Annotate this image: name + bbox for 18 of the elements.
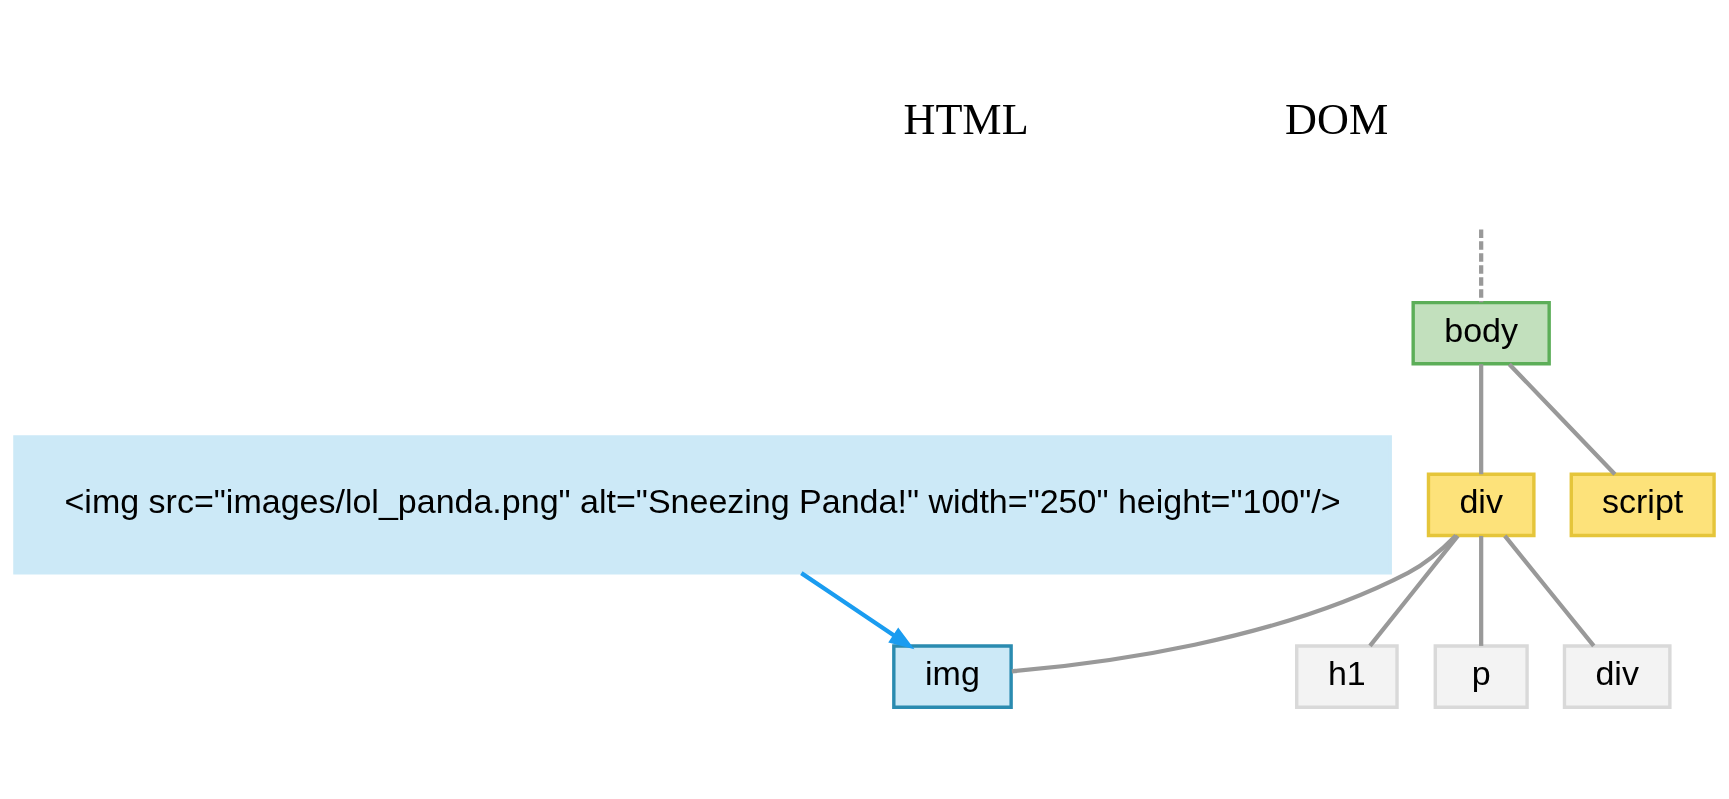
node-box: div xyxy=(1562,644,1672,709)
node-box: div xyxy=(1426,472,1536,538)
arrow xyxy=(800,571,915,650)
connector xyxy=(1503,534,1596,648)
connector xyxy=(1479,229,1484,303)
node-box: h1 xyxy=(1295,644,1399,709)
label: DOM xyxy=(1285,94,1389,144)
node-box: script xyxy=(1569,472,1716,538)
node-box: body xyxy=(1411,300,1551,366)
connector xyxy=(1011,534,1458,674)
connector xyxy=(1368,534,1460,648)
connector xyxy=(1479,364,1484,475)
node-box: p xyxy=(1433,644,1529,709)
node-box: img xyxy=(892,644,1013,709)
connector xyxy=(1479,535,1484,646)
label: HTML xyxy=(903,94,1029,144)
connector xyxy=(1507,362,1617,476)
node-box: <img src="images/lol_panda.png" alt="Sneezing Panda!" width="250" height="100"/> xyxy=(13,435,1392,575)
